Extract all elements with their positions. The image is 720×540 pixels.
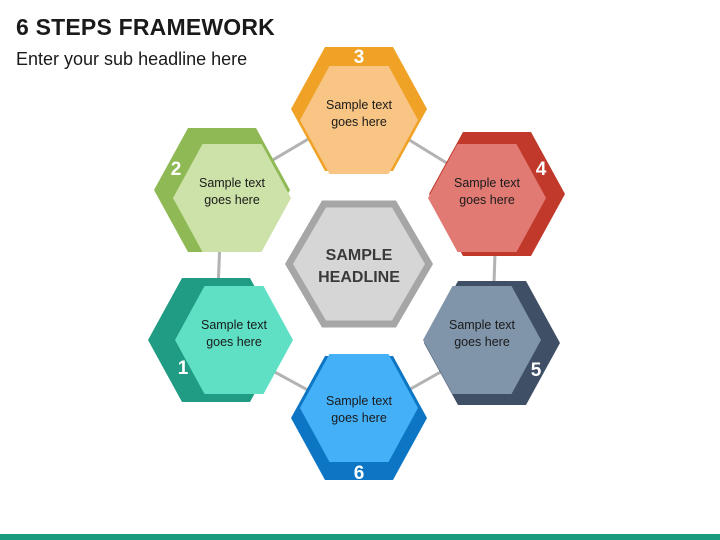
step-2-number: 2 <box>171 159 182 180</box>
step-4: Sample text goes here 4 <box>428 132 565 256</box>
step-5: Sample text goes here 5 <box>423 281 560 405</box>
step-5-number: 5 <box>531 360 542 381</box>
step-2-text-line1: Sample text <box>199 176 266 190</box>
step-5-inner-hexagon <box>423 286 541 394</box>
step-1-number: 1 <box>178 358 189 379</box>
step-6-text-line2: goes here <box>331 411 387 425</box>
step-3-number: 3 <box>354 47 365 68</box>
step-2-inner-hexagon <box>173 144 291 252</box>
step-6: Sample text goes here 6 <box>291 354 427 484</box>
step-2-text-line2: goes here <box>204 193 260 207</box>
step-6-number: 6 <box>354 463 365 484</box>
center-headline-hexagon: SAMPLE HEADLINE <box>284 200 434 328</box>
step-5-text-line2: goes here <box>454 335 510 349</box>
step-4-text-line2: goes here <box>459 193 515 207</box>
step-3-inner-hexagon <box>300 66 418 174</box>
step-6-text-line1: Sample text <box>326 394 393 408</box>
step-4-text-line1: Sample text <box>454 176 521 190</box>
step-1-text-line2: goes here <box>206 335 262 349</box>
bottom-accent-bar <box>0 534 720 540</box>
step-3: Sample text goes here 3 <box>291 47 427 174</box>
step-4-number: 4 <box>536 159 547 180</box>
page-title: 6 STEPS FRAMEWORK <box>16 14 275 40</box>
center-hexagon-shape <box>284 200 434 328</box>
page-subtitle: Enter your sub headline here <box>16 49 248 69</box>
step-1-inner-hexagon <box>175 286 293 394</box>
step-4-inner-hexagon <box>428 144 546 252</box>
step-3-text-line1: Sample text <box>326 98 393 112</box>
center-headline-line1: SAMPLE <box>326 247 393 264</box>
center-headline-line2: HEADLINE <box>318 269 400 286</box>
step-1: Sample text goes here 1 <box>148 278 293 402</box>
step-5-text-line1: Sample text <box>449 318 516 332</box>
step-2: Sample text goes here 2 <box>154 128 291 252</box>
step-6-inner-hexagon <box>300 354 418 462</box>
step-1-text-line1: Sample text <box>201 318 268 332</box>
step-3-text-line2: goes here <box>331 115 387 129</box>
